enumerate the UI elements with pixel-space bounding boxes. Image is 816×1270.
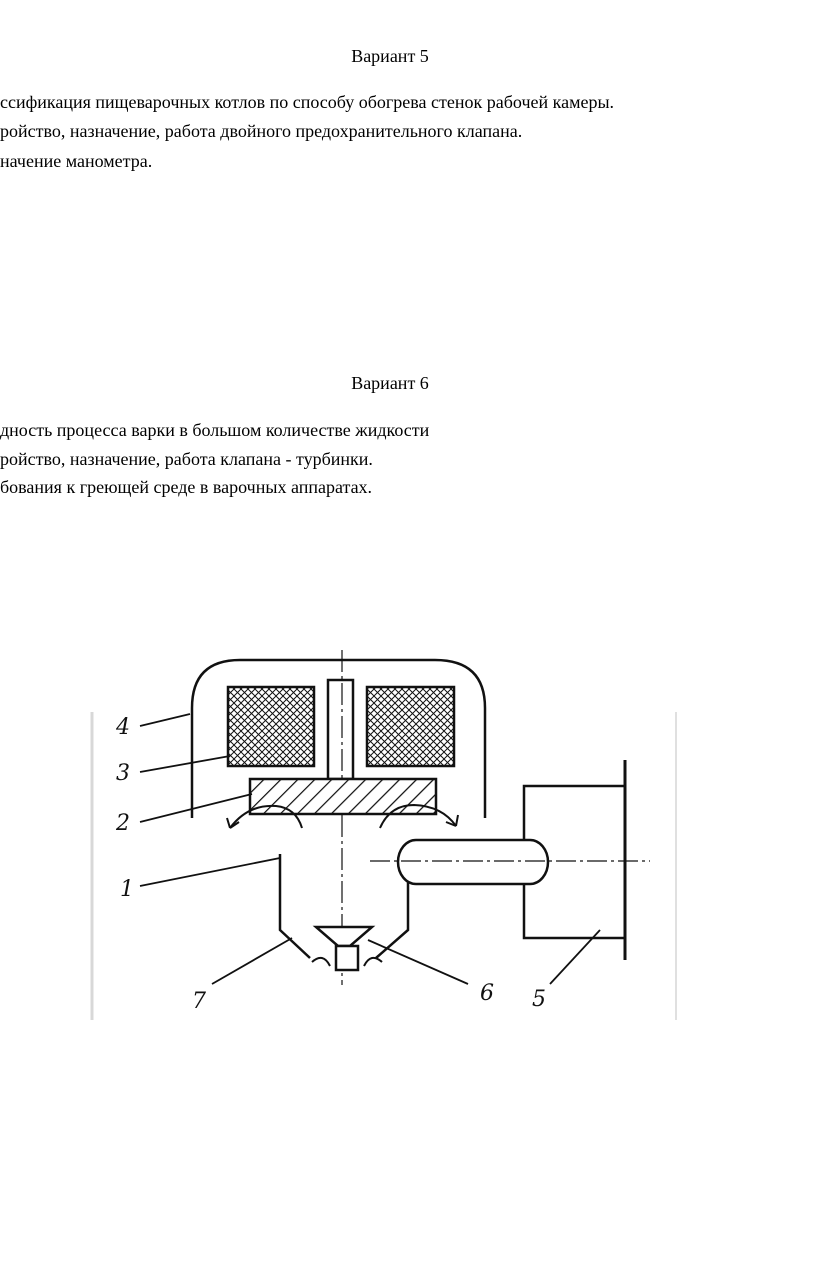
leader-7: [211, 937, 293, 985]
leader-3: [139, 755, 231, 773]
leader-4: [139, 713, 191, 727]
turbine-disc: [248, 777, 438, 816]
shaft: [326, 678, 355, 781]
part-label-4: 4: [115, 715, 130, 740]
flow-arrowhead-left: [226, 817, 240, 829]
inflow-arrow-right: [363, 956, 383, 967]
horizontal-pipe: [396, 838, 550, 886]
variant6-title: Вариант 6: [351, 373, 429, 393]
valve-turbine-diagram: 4 3 2 1 7 6 5: [90, 650, 677, 1020]
variant5-question-3: начение манометра.: [0, 151, 153, 171]
part-label-1: 1: [120, 877, 134, 902]
leader-2: [139, 793, 253, 823]
housing-outline: [190, 658, 487, 818]
leader-1: [139, 857, 281, 887]
variant6-question-2: ройство, назначение, работа клапана - ту…: [0, 449, 373, 469]
part-label-2: 2: [115, 811, 130, 836]
part-label-3: 3: [116, 761, 130, 786]
flow-arrow-left: [229, 804, 303, 829]
variant5-title: Вариант 5: [351, 46, 429, 66]
left-winding-block: [226, 685, 316, 768]
variant5-question-1: ссификация пищеварочных котлов по способ…: [0, 92, 615, 112]
part-label-5: 5: [532, 987, 546, 1012]
leader-5: [549, 929, 601, 985]
variant5-question-2: ройство, назначение, работа двойного пре…: [0, 121, 523, 141]
variant6-question-1: дность процесса варки в большом количест…: [0, 420, 430, 440]
part-label-7: 7: [192, 989, 206, 1014]
flow-arrowhead-right: [445, 814, 459, 827]
right-winding-block: [365, 685, 456, 768]
variant6-question-3: бования к греющей среде в варочных аппар…: [0, 477, 373, 497]
inflow-arrow-left: [311, 956, 331, 967]
leader-6: [367, 939, 469, 985]
nozzle-tube: [334, 944, 360, 972]
cone-nozzle: [312, 925, 376, 948]
part-label-6: 6: [480, 981, 494, 1006]
flow-arrow-right: [379, 803, 457, 829]
